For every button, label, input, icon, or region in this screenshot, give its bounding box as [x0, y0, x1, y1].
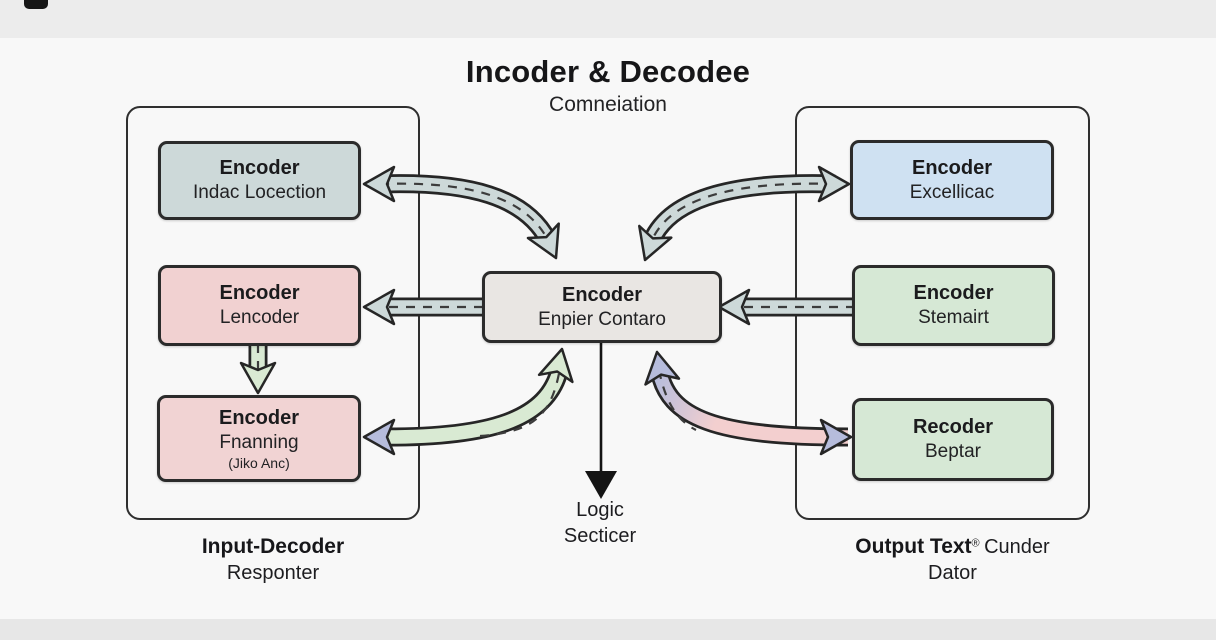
node-input-encoder-1: Encoder Indac Locection [158, 141, 361, 220]
diagram-title: Incoder & Decodee [465, 54, 751, 89]
node-title: Encoder [219, 282, 300, 305]
node-title: Encoder [219, 157, 300, 180]
node-subtitle: Beptar [925, 441, 981, 463]
node-output-encoder-1: Encoder Excellicac [850, 140, 1054, 220]
node-subtitle: Excellicac [909, 181, 995, 203]
node-subtitle: Fnanning [219, 432, 299, 454]
node-output-recoder: Recoder Beptar [852, 398, 1054, 481]
node-subtitle: Stemairt [918, 307, 989, 329]
output-group-label-line1: Output Text® Cunder [795, 533, 1110, 560]
output-group-label-line2: Dator [928, 562, 977, 585]
node-title: Encoder [913, 282, 994, 305]
node-title: Encoder [561, 283, 643, 306]
diagram-subtitle: Comneiation [549, 93, 667, 116]
top-left-mark [24, 0, 48, 9]
node-input-encoder-3: Encoder Fnanning (Jiko Anc) [157, 395, 361, 482]
output-group-label: Output Text® Cunder Dator [795, 533, 1110, 586]
node-title: Encoder [218, 407, 300, 430]
input-group-label-line2: Responter [226, 562, 320, 585]
logic-label-line2: Secticer [563, 525, 637, 547]
node-output-encoder-2: Encoder Stemairt [852, 265, 1055, 346]
node-note: (Jiko Anc) [228, 454, 290, 471]
registered-mark: ® [971, 537, 980, 550]
bottom-band [0, 619, 1216, 640]
input-group-label: Input-Decoder Responter [126, 533, 420, 586]
output-group-label-rest: Cunder [984, 536, 1050, 558]
node-subtitle: Indac Locection [192, 182, 327, 204]
output-group-label-bold: Output Text [855, 535, 972, 558]
node-center-encoder: Encoder Enpier Contaro [482, 271, 722, 343]
node-title: Recoder [912, 416, 994, 439]
node-input-encoder-2: Encoder Lencoder [158, 265, 361, 346]
arrow-logic-down [585, 343, 617, 499]
node-subtitle: Enpier Contaro [538, 308, 666, 330]
logic-label-line1: Logic [576, 499, 624, 521]
top-band [0, 0, 1216, 38]
input-group-label-line1: Input-Decoder [201, 535, 345, 558]
node-subtitle: Lencoder [219, 307, 300, 329]
node-title: Encoder [911, 156, 993, 179]
logic-label: Logic Secticer [500, 497, 700, 549]
